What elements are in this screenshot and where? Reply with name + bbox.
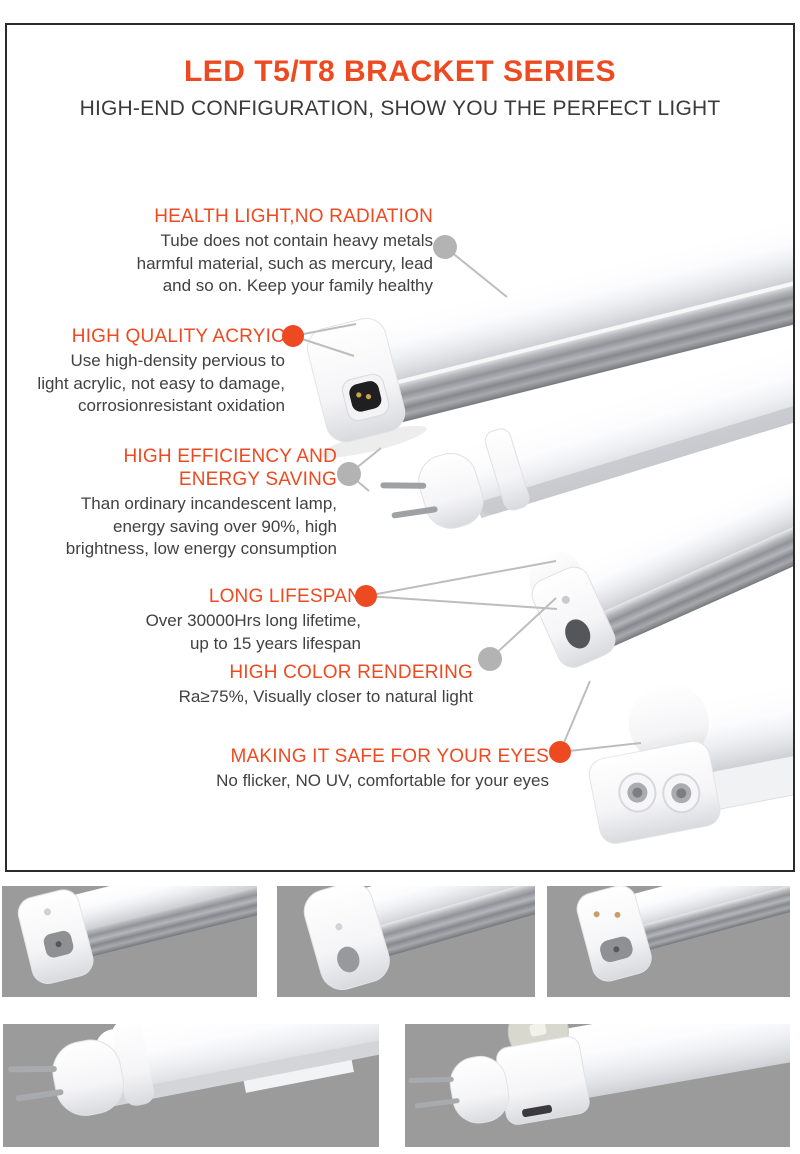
feature-panel: LED T5/T8 BRACKET SERIES HIGH-END CONFIG…	[5, 23, 795, 872]
feature-heading: HEALTH LIGHT,NO RADIATION	[154, 206, 433, 227]
tube-t8-bipin	[380, 322, 793, 529]
feature-body: Than ordinary incandescent lamp, energy …	[65, 494, 337, 559]
tube-t5-socket-end	[588, 647, 793, 844]
feature-body: Use high-density pervious to light acryl…	[37, 351, 285, 416]
page-title: LED T5/T8 BRACKET SERIES	[183, 55, 617, 88]
callout-leader-lines	[292, 246, 642, 753]
gallery-image-t8-bipin	[3, 1024, 379, 1147]
feature-heading: HIGH COLOR RENDERING	[229, 662, 473, 683]
callout-dot-safe-eyes	[549, 741, 571, 763]
panel-header: LED T5/T8 BRACKET SERIES HIGH-END CONFIG…	[7, 55, 793, 121]
feature-body: Ra≥75%, Visually closer to natural light	[178, 687, 473, 707]
callout-dot-high-quality-acrylic	[282, 325, 304, 347]
feature-heading: HIGH QUALITY ACRYIC	[71, 326, 285, 347]
feature-color-rendering: HIGH COLOR RENDERING Ra≥75%, Visually cl…	[133, 661, 473, 709]
feature-health-light: HEALTH LIGHT,NO RADIATION Tube does not …	[93, 205, 433, 297]
feature-heading: MAKING IT SAFE FOR YOUR EYES	[230, 746, 549, 767]
gallery-image-t5-endcap-left	[2, 886, 257, 997]
gallery-image-t5-endcap-front	[277, 886, 535, 997]
callout-dot-color-rendering	[478, 647, 502, 671]
callout-dot-health-light	[433, 235, 457, 259]
callout-dot-long-lifespan	[355, 585, 377, 607]
feature-safe-for-eyes: MAKING IT SAFE FOR YOUR EYES No flicker,…	[149, 745, 549, 793]
gallery-image-t5-endcap-right	[547, 886, 790, 997]
feature-high-quality-acrylic: HIGH QUALITY ACRYIC Use high-density per…	[7, 325, 285, 417]
feature-body: Over 30000Hrs long lifetime, up to 15 ye…	[145, 611, 361, 653]
led-tubes-illustration	[282, 193, 793, 844]
feature-body: Tube does not contain heavy metals harmf…	[136, 231, 433, 296]
tube-t5-bracket-mount	[529, 438, 793, 668]
page-subtitle: HIGH-END CONFIGURATION, SHOW YOU THE PER…	[79, 97, 721, 120]
gallery-image-t8-pir-sensor	[405, 1024, 790, 1147]
feature-heading: LONG LIFESPAN	[208, 586, 361, 607]
callout-dot-high-efficiency	[337, 462, 361, 486]
feature-long-lifespan: LONG LIFESPAN Over 30000Hrs long lifetim…	[81, 585, 361, 655]
feature-body: No flicker, NO UV, comfortable for your …	[216, 771, 549, 791]
feature-high-efficiency: HIGH EFFICIENCY AND ENERGY SAVING Than o…	[27, 445, 337, 561]
feature-heading: HIGH EFFICIENCY AND ENERGY SAVING	[123, 446, 337, 491]
